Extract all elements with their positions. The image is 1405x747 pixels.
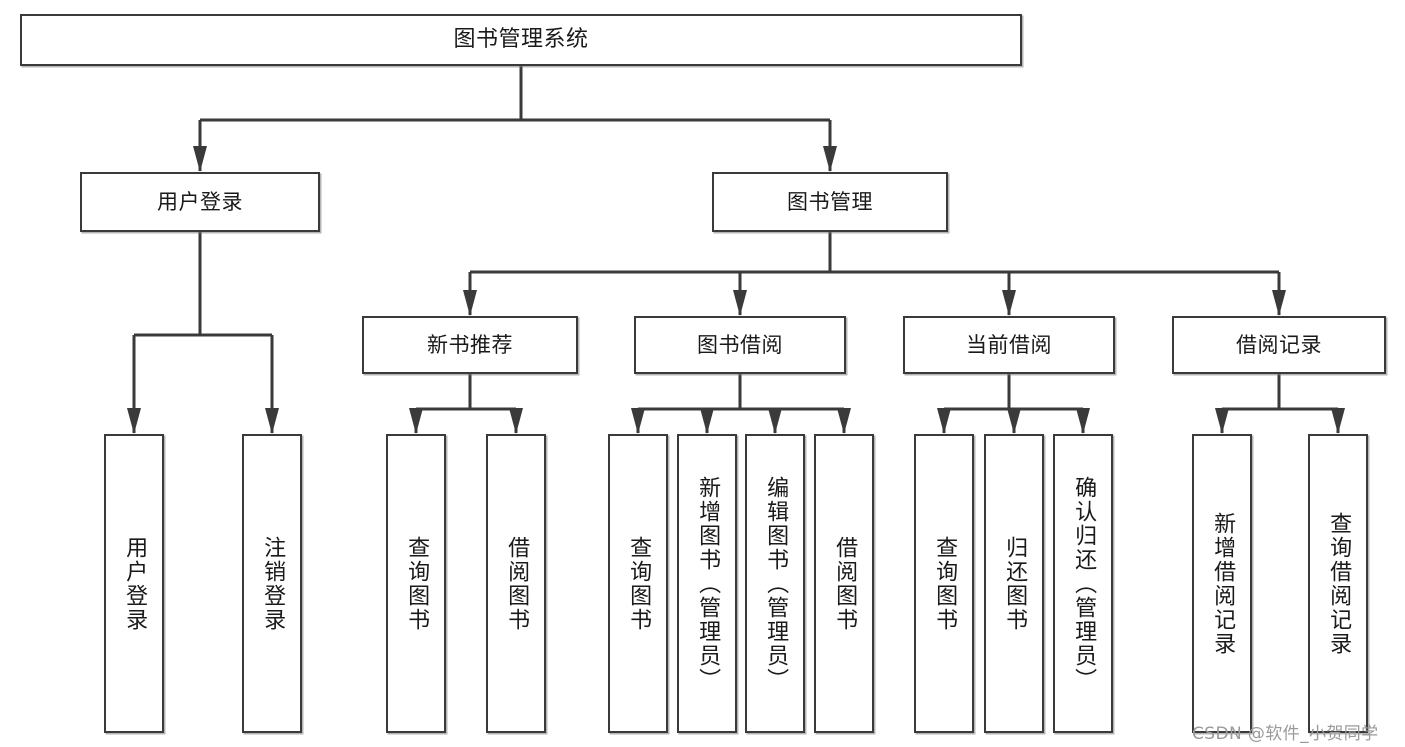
node-leaf-4[interactable]: 借阅图书 [486, 434, 546, 733]
node-leaf-10[interactable]: 归还图书 [984, 434, 1044, 733]
node-leaf-6[interactable]: 新增图书（管理员） [677, 434, 737, 733]
node-label: 确认归还（管理员） [1071, 475, 1097, 692]
node-label: 借阅记录 [1236, 332, 1322, 357]
node-label: 查询图书 [932, 535, 958, 632]
node-leaf-2[interactable]: 注销登录 [242, 434, 302, 733]
node-label: 用户登录 [157, 189, 243, 214]
node-leaf-12[interactable]: 新增借阅记录 [1192, 434, 1252, 733]
node-root[interactable]: 图书管理系统 [20, 14, 1022, 66]
node-label: 图书管理 [787, 189, 873, 214]
node-login[interactable]: 用户登录 [80, 172, 320, 232]
node-label: 编辑图书（管理员） [763, 475, 789, 692]
node-leaf-11[interactable]: 确认归还（管理员） [1053, 434, 1113, 733]
node-newbook[interactable]: 新书推荐 [362, 316, 578, 374]
node-label: 查询借阅记录 [1326, 511, 1352, 656]
node-leaf-13[interactable]: 查询借阅记录 [1308, 434, 1368, 733]
node-label: 注销登录 [260, 535, 286, 632]
node-label: 图书管理系统 [453, 27, 589, 53]
node-leaf-8[interactable]: 借阅图书 [814, 434, 874, 733]
node-label: 查询图书 [626, 535, 652, 632]
node-borrow[interactable]: 图书借阅 [634, 316, 846, 374]
node-leaf-1[interactable]: 用户登录 [104, 434, 164, 733]
node-label: 当前借阅 [966, 332, 1052, 357]
watermark: CSDN @软件_小贺同学 [1192, 724, 1379, 744]
node-label: 新增借阅记录 [1210, 511, 1236, 656]
node-label: 归还图书 [1002, 535, 1028, 632]
node-label: 借阅图书 [504, 535, 530, 632]
node-leaf-5[interactable]: 查询图书 [608, 434, 668, 733]
node-leaf-9[interactable]: 查询图书 [914, 434, 974, 733]
node-label: 查询图书 [404, 535, 430, 632]
node-label: 借阅图书 [832, 535, 858, 632]
node-leaf-7[interactable]: 编辑图书（管理员） [745, 434, 805, 733]
node-leaf-3[interactable]: 查询图书 [386, 434, 446, 733]
node-label: 用户登录 [122, 535, 148, 632]
node-label: 新书推荐 [427, 332, 513, 357]
node-bookmgmt[interactable]: 图书管理 [712, 172, 948, 232]
node-current[interactable]: 当前借阅 [903, 316, 1115, 374]
node-label: 新增图书（管理员） [695, 475, 721, 692]
node-label: 图书借阅 [697, 332, 783, 357]
node-records[interactable]: 借阅记录 [1172, 316, 1386, 374]
